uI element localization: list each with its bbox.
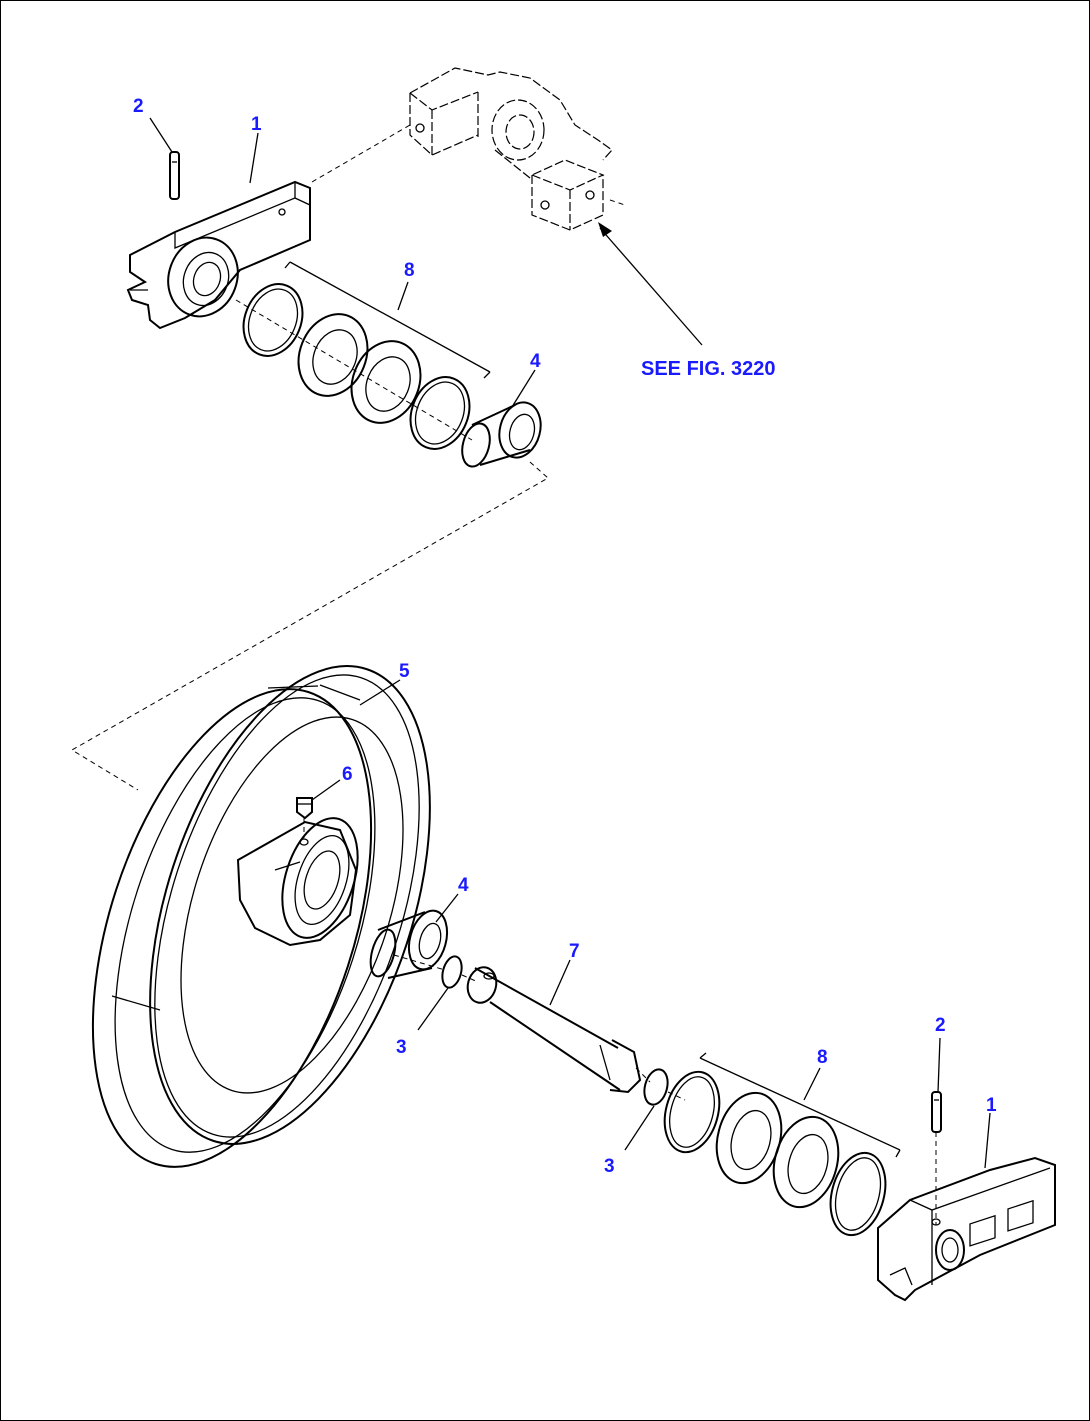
top-seal-group: [242, 283, 471, 450]
callout-lower-bushing: 4: [458, 875, 469, 896]
callout-lower-seal-group: 8: [817, 1047, 828, 1068]
callout-shaft: 7: [569, 941, 580, 962]
idler-wheel: [91, 665, 431, 1168]
ring-left: [441, 955, 463, 989]
callout-ring-left: 3: [396, 1037, 407, 1058]
lower-bracket: [877, 1156, 1056, 1302]
lower-seal-group: [663, 1070, 887, 1237]
shaft: [466, 966, 642, 1094]
callout-top-seal-group: 8: [404, 260, 415, 281]
callout-ring-right: 3: [604, 1156, 615, 1177]
phantom-yoke: [409, 67, 613, 231]
upper-leaders: [149, 117, 703, 408]
lower-pin: [931, 1091, 942, 1226]
top-pin: [169, 151, 180, 200]
callout-top-pin: 2: [133, 96, 144, 117]
ring-right: [643, 1068, 669, 1106]
callout-plug: 6: [342, 764, 353, 785]
callout-lower-bracket: 1: [986, 1095, 997, 1116]
callout-top-bracket: 1: [251, 114, 262, 135]
callout-lower-pin: 2: [935, 1015, 946, 1036]
upper-axis-lines: [71, 124, 626, 791]
lower-leaders: [311, 679, 991, 1169]
callout-top-bushing: 4: [530, 351, 541, 372]
plug: [296, 797, 313, 846]
see-fig-reference: SEE FIG. 3220: [641, 358, 776, 380]
lower-bushing: [369, 909, 449, 979]
lower-axis-lines: [393, 954, 686, 1101]
callout-idler-wheel: 5: [399, 661, 410, 682]
top-bracket: [126, 180, 311, 330]
top-bushing: [461, 401, 542, 468]
